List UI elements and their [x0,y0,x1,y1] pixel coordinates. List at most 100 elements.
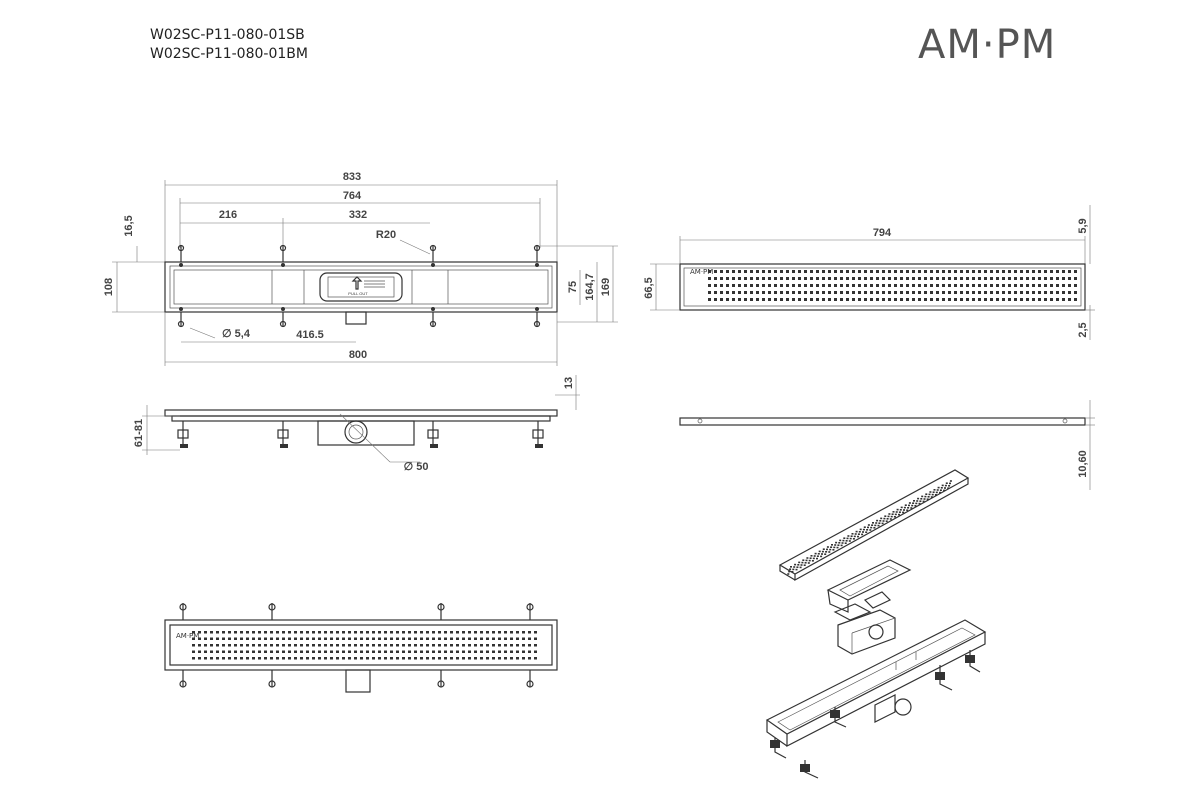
perforation-hole [882,277,885,280]
perforation-hole [884,515,887,517]
perforation-hole [732,291,735,294]
perforation-hole [390,637,393,640]
perforation-hole [1002,270,1005,273]
perforation-hole [402,631,405,634]
perforation-hole [294,631,297,634]
perforation-hole [780,284,783,287]
perforation-hole [762,298,765,301]
perforation-hole [943,489,946,492]
perforation-hole [1044,284,1047,287]
perforation-hole [786,270,789,273]
perforation-hole [1008,284,1011,287]
perforation-hole [300,644,303,647]
perforation-hole [1014,291,1017,294]
perforation-hole [744,291,747,294]
perforation-hole [348,650,351,653]
perforation-hole [984,291,987,294]
perforation-hole [492,637,495,640]
perforation-hole [890,515,893,518]
perforation-hole [948,277,951,280]
perforation-hole [858,277,861,280]
grate-side-view: 10,60 [679,400,1095,490]
perforation-hole [426,644,429,647]
perforation-hole [390,657,393,660]
perforation-hole [198,657,201,660]
perforation-hole [360,644,363,647]
perforation-hole [927,496,930,498]
perforation-hole [933,489,936,491]
perforation-hole [852,270,855,273]
perforation-hole [336,644,339,647]
perforation-hole [996,298,999,301]
perforation-hole [348,631,351,634]
perforation-hole [498,644,501,647]
product-codes: W02SC-P11-080-01SB W02SC-P11-080-01BM [150,26,308,64]
perforation-hole [780,270,783,273]
perforation-hole [198,637,201,640]
perforation-hole [714,277,717,280]
product-code-bm: W02SC-P11-080-01BM [150,46,308,62]
perforation-hole [726,270,729,273]
perforation-hole [462,650,465,653]
perforation-hole [877,524,880,527]
perforation-hole [426,650,429,653]
perforation-hole [762,277,765,280]
perforation-hole [714,270,717,273]
perforation-hole [246,657,249,660]
perforation-hole [294,637,297,640]
perforation-hole [792,277,795,280]
perforation-hole [942,298,945,301]
perforation-hole [990,291,993,294]
perforation-hole [480,657,483,660]
perforation-hole [348,637,351,640]
perforation-hole [528,644,531,647]
perforation-hole [882,298,885,301]
perforation-hole [372,644,375,647]
perforation-hole [468,650,471,653]
perforation-hole [306,650,309,653]
perforation-hole [882,520,885,522]
perforation-hole [288,631,291,634]
perforation-hole [808,559,811,562]
dim-66-5: 66,5 [643,277,655,298]
perforation-hole [1074,277,1077,280]
perforation-hole [1014,284,1017,287]
perforation-hole [990,277,993,280]
perforation-hole [948,485,951,487]
perforation-hole [861,533,864,536]
perforation-hole [816,270,819,273]
perforation-hole [954,277,957,280]
perforation-hole [924,291,927,294]
perforation-hole [726,277,729,280]
perforation-hole [893,516,896,518]
perforation-hole [456,657,459,660]
perforation-hole [882,284,885,287]
perforation-hole [480,650,483,653]
perforation-hole [978,298,981,301]
perforation-hole [708,277,711,280]
perforation-hole [840,298,843,301]
perforation-hole [228,657,231,660]
perforation-hole [826,548,828,551]
perforation-hole [1074,284,1077,287]
perforation-hole [378,657,381,660]
perforation-hole [914,505,917,507]
perforation-hole [786,277,789,280]
perforation-hole [870,526,873,529]
dim-5-9: 5,9 [1077,218,1089,233]
perforation-hole [426,631,429,634]
perforation-hole [510,657,513,660]
perforation-hole [829,548,832,551]
perforation-hole [264,631,267,634]
perforation-hole [798,298,801,301]
perforation-hole [801,561,804,564]
perforation-hole [312,650,315,653]
perforation-hole [498,650,501,653]
perforation-hole [408,657,411,660]
perforation-hole [786,298,789,301]
perforation-hole [1002,284,1005,287]
perforation-hole [836,546,839,549]
perforation-hole [911,504,914,507]
perforation-hole [378,644,381,647]
perforation-hole [828,291,831,294]
